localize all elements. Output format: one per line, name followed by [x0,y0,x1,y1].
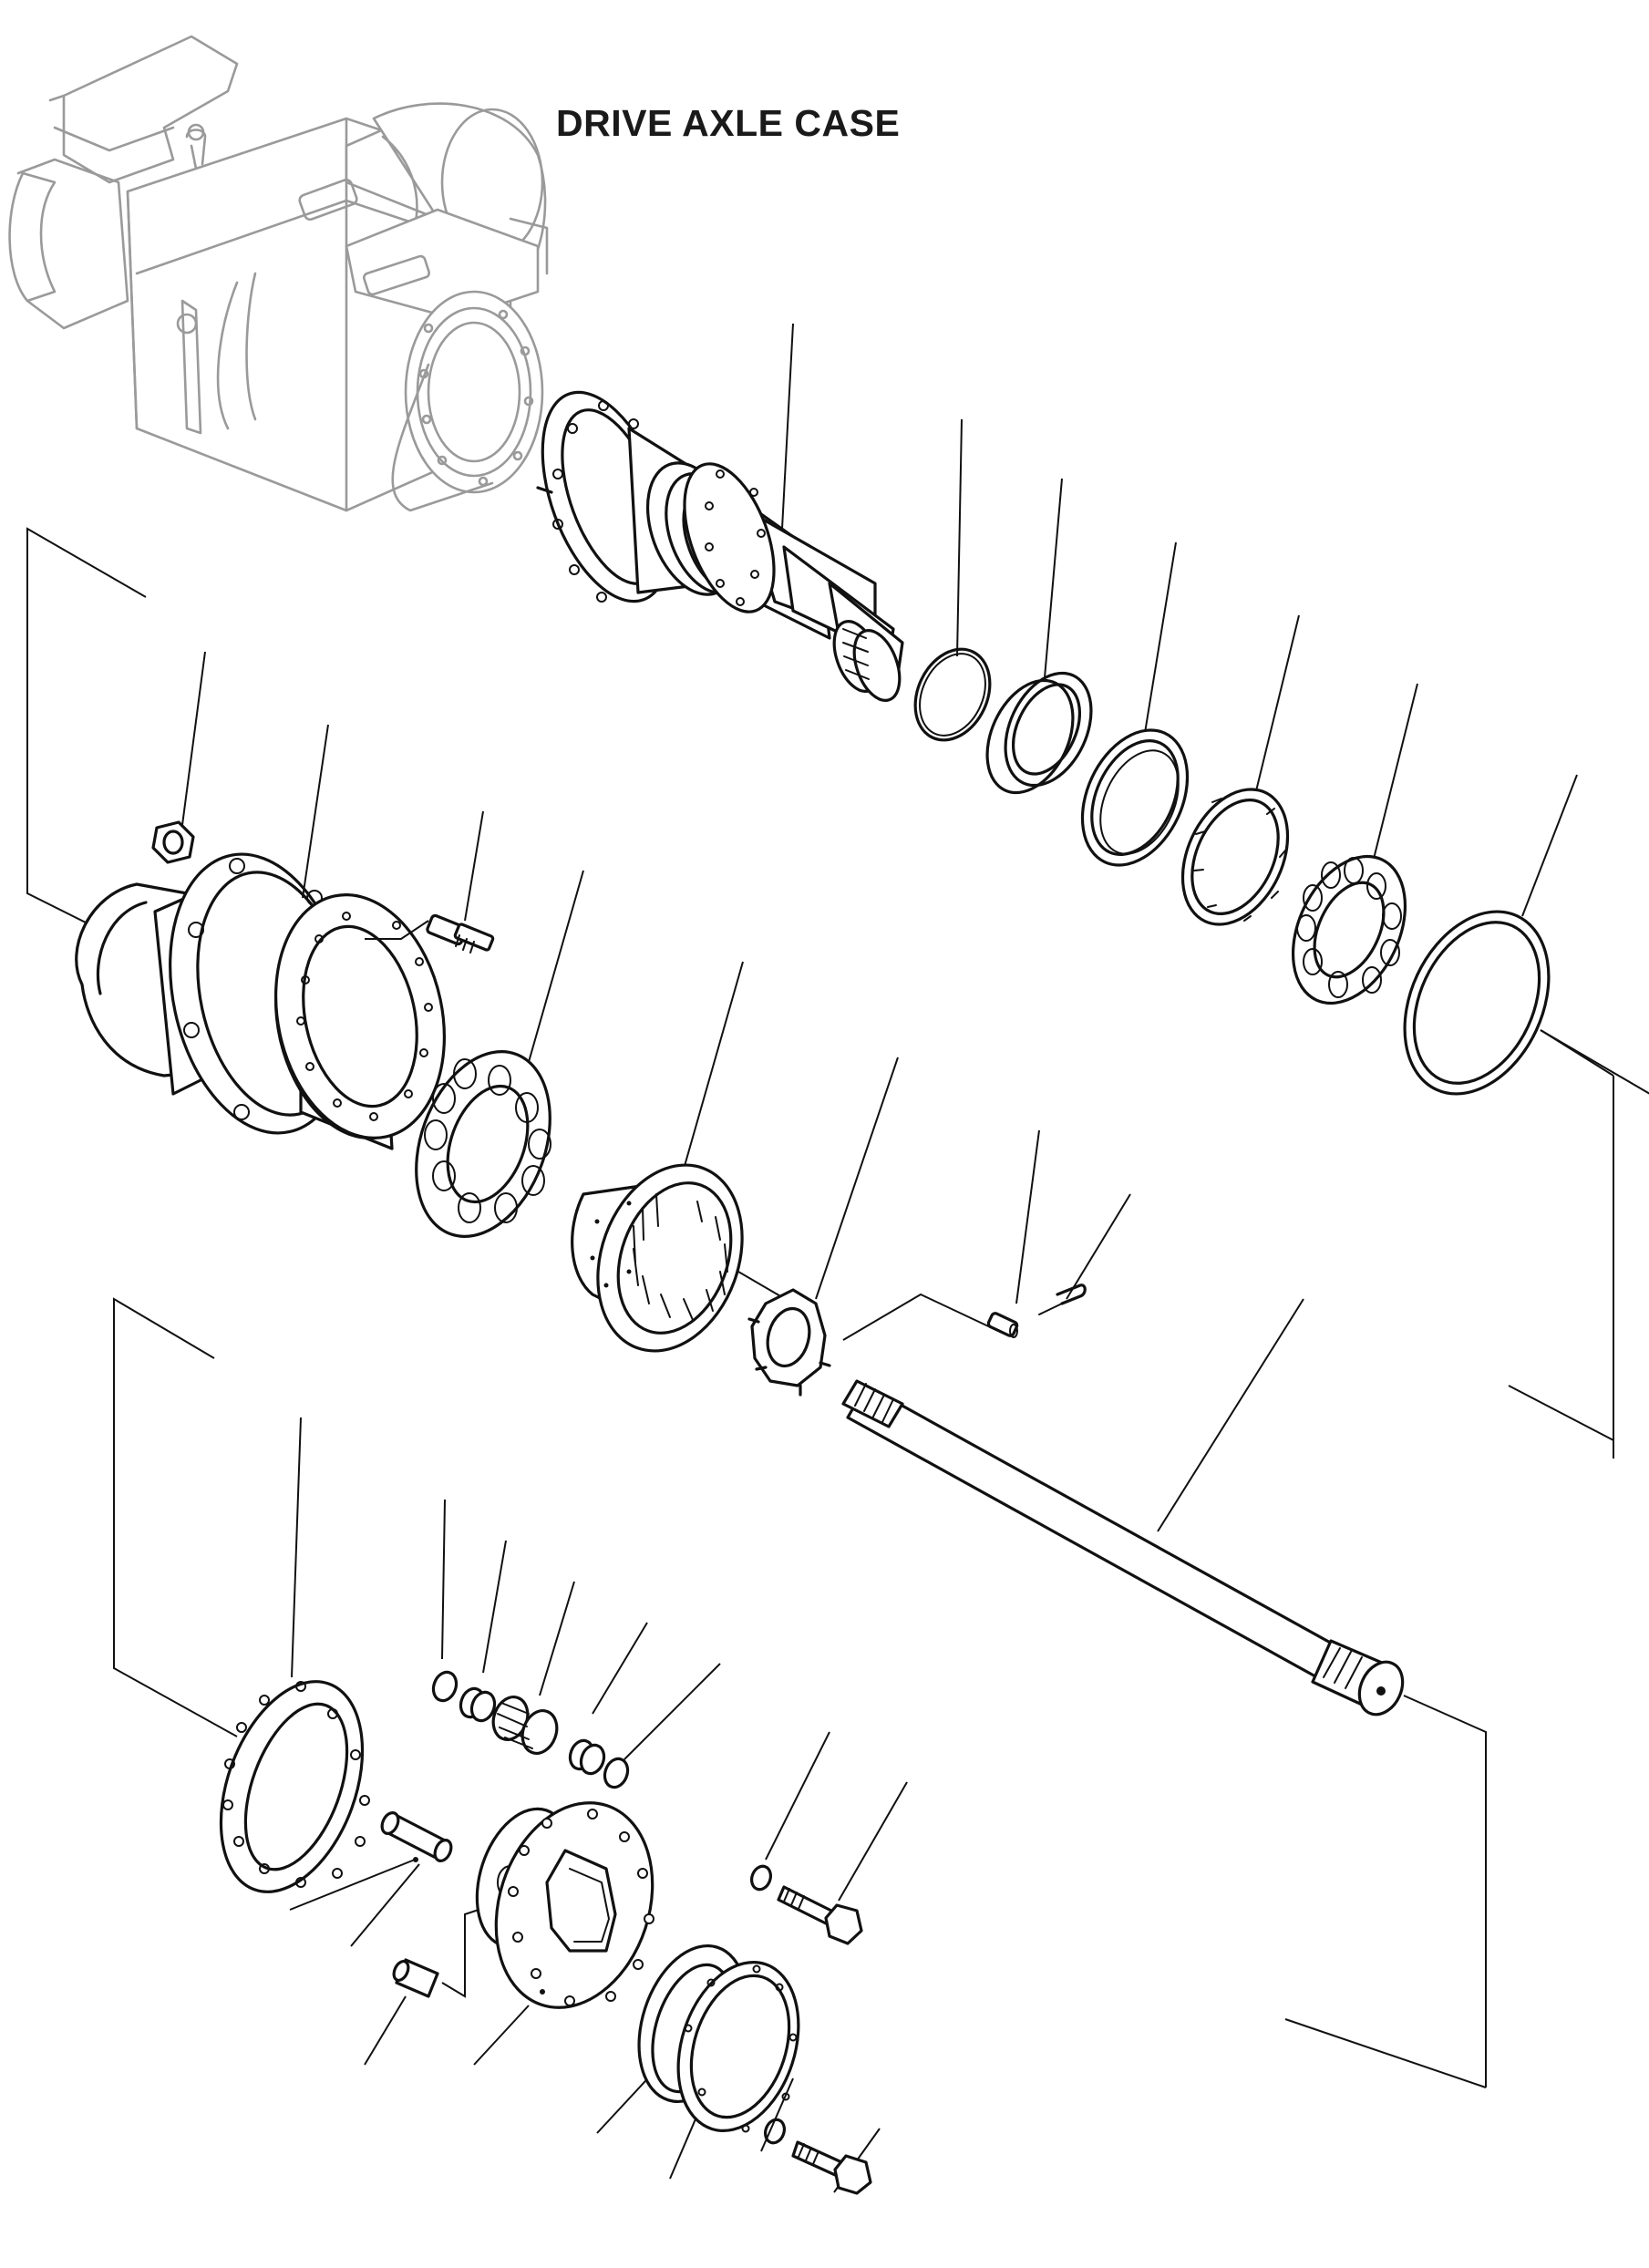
leader-lines-top [781,323,1578,917]
planet-pin [380,1811,453,1862]
bearing-cup-large [1403,910,1551,1096]
bearing-cup [1080,728,1190,867]
assembly-bracket-lines [26,527,1649,1459]
inner-bearing-race [985,671,1093,795]
set-screw [986,1312,1019,1338]
roller-bearing-inner [415,1050,551,1238]
bearing-cage [1180,788,1290,926]
wheel-hub [75,852,446,1150]
lower-bracket-lines [113,1297,238,1737]
planetary-cover [676,1961,800,2133]
thrust-washer-right [603,1757,630,1789]
diagram-title: DRIVE AXLE CASE [556,102,901,144]
bolt-washer-lower [764,2118,786,2145]
cotter-pin [1038,1283,1087,1315]
planetary-carrier [475,1801,654,2009]
leader-lines-lower [289,1417,908,2193]
dowel-pin [392,1900,507,1998]
axle-shaft [841,1379,1487,2088]
axle-housing-ghost [8,35,549,512]
spacer-left [459,1686,497,1723]
lock-nut [747,1288,999,1397]
gasket [219,1680,370,1893]
thrust-washer-left [431,1670,459,1703]
hex-bolt-lower [791,2140,872,2195]
o-ring [913,647,992,742]
spacer-right [568,1738,606,1776]
roller-bearing-outer [1291,854,1407,1005]
wheel-stud [365,913,495,954]
needle-bearing [491,1696,559,1755]
hex-bolt-upper [777,1885,863,1945]
bolt-washer-upper [750,1864,772,1892]
hex-nut [151,820,195,864]
spindle-shaft [536,390,904,702]
